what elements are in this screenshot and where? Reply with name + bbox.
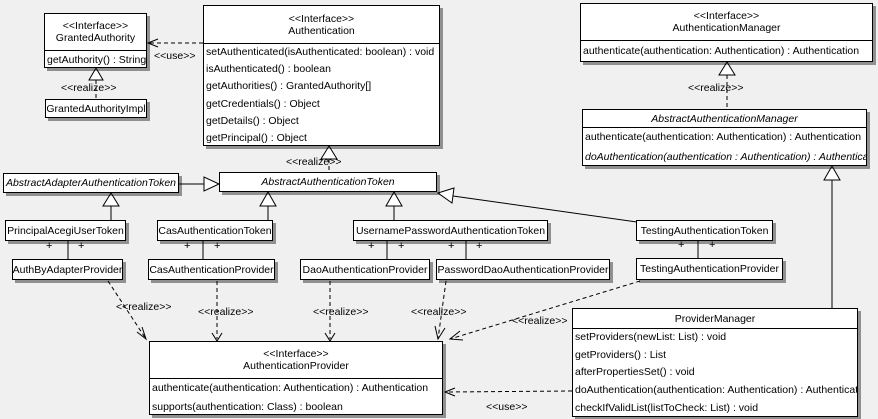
class-box-granted-authority[interactable]: <<Interface>> GrantedAuthority getAuthor… (44, 13, 147, 68)
class-method: doAuthentication(authentication : Authen… (585, 150, 866, 163)
class-name: TestingAuthenticationToken (640, 224, 769, 237)
class-box-dao-authentication-provider[interactable]: DaoAuthenticationProvider (300, 259, 430, 280)
class-stereotype: <<Interface>> (288, 12, 355, 25)
realize-label: <<realize>> (688, 82, 744, 94)
realize-label: <<realize>> (286, 156, 342, 168)
plus-label: + (448, 240, 455, 252)
class-method: authenticate(authentication: Authenticat… (152, 382, 429, 394)
realize-label: <<realize>> (198, 306, 254, 318)
edge-realize-passworddaoprovider (434, 280, 447, 341)
class-method: setProviders(newList: List) : void (575, 331, 727, 343)
class-method: getAuthorities() : GrantedAuthority[] (206, 80, 372, 93)
class-name: CasAuthenticationToken (158, 224, 272, 237)
edge-generalize-adaptertoken (179, 176, 221, 192)
class-method: getDetails() : Object (206, 114, 299, 127)
class-name: GrantedAuthorityImpl (46, 102, 146, 115)
class-name: ProviderManager (674, 312, 756, 325)
use-label: <<use>> (154, 50, 196, 62)
class-name: UsernamePasswordAuthenticationToken (355, 224, 546, 237)
class-name: DaoAuthenticationProvider (302, 263, 428, 276)
class-box-abstract-adapter-authentication-token[interactable]: AbstractAdapterAuthenticationToken (3, 173, 179, 193)
edge-generalize-testingtoken (436, 187, 638, 223)
class-stereotype: <<Interface>> (62, 20, 129, 32)
class-box-testing-authentication-token[interactable]: TestingAuthenticationToken (636, 220, 773, 241)
class-name: AuthenticationManager (672, 22, 781, 34)
class-method: getPrincipal() : Object (206, 131, 307, 144)
realize-label: <<realize>> (512, 315, 568, 327)
edge-generalize-castoken (259, 190, 277, 220)
class-method: authenticate(authentication: Authenticat… (583, 45, 860, 57)
class-box-cas-authentication-token[interactable]: CasAuthenticationToken (157, 220, 273, 241)
realize-label: <<realize>> (116, 301, 172, 313)
use-label: <<use>> (486, 401, 528, 413)
plus-label: + (476, 240, 483, 252)
edge-use-providermanager-authenticationprovider (443, 387, 573, 397)
class-box-username-password-authentication-token[interactable]: UsernamePasswordAuthenticationToken (353, 220, 548, 241)
class-method: getCredentials() : Object (206, 97, 320, 110)
class-stereotype: <<Interface>> (263, 348, 329, 360)
class-name: TestingAuthenticationProvider (640, 263, 779, 275)
plus-label: + (368, 240, 375, 252)
edge-realize-abstracttoken-authentication (320, 145, 338, 172)
class-method: setAuthenticated(isAuthenticated: boolea… (206, 46, 435, 58)
class-method: supports(authentication: Class) : boolea… (152, 400, 343, 413)
edge-realize-abstractmanager-authenticationmanager (718, 61, 736, 109)
class-name: AuthenticationProvider (243, 360, 349, 372)
edge-generalize-providermanager (823, 164, 841, 308)
plus-label: + (678, 239, 685, 251)
class-name: AbstractAuthenticationManager (651, 112, 798, 125)
class-box-testing-authentication-provider[interactable]: TestingAuthenticationProvider (636, 258, 783, 280)
class-method: isAuthenticated() : boolean (206, 63, 331, 76)
class-box-provider-manager[interactable]: ProviderManager setProviders(newList: Li… (572, 308, 858, 417)
edge-generalize-principaltoken (102, 192, 120, 220)
class-name: Authentication (288, 24, 355, 37)
edge-realize-grantedauthorityimpl (88, 67, 104, 99)
plus-label: + (214, 240, 221, 252)
edge-use-authentication-grantedauthority (146, 38, 203, 48)
class-name: AbstractAdapterAuthenticationToken (5, 177, 177, 189)
plus-label: + (398, 240, 405, 252)
realize-label: <<realize>> (61, 82, 117, 94)
plus-label: + (78, 240, 85, 252)
plus-label: + (709, 239, 716, 251)
plus-label: + (184, 240, 191, 252)
class-box-abstract-authentication-manager[interactable]: AbstractAuthenticationManager authentica… (582, 109, 867, 166)
class-box-authentication-provider[interactable]: <<Interface>> AuthenticationProvider aut… (149, 341, 443, 415)
class-box-auth-by-adapter-provider[interactable]: AuthByAdapterProvider (12, 259, 123, 280)
class-box-granted-authority-impl[interactable]: GrantedAuthorityImpl (45, 99, 147, 118)
class-box-authentication-manager[interactable]: <<Interface>> AuthenticationManager auth… (580, 3, 873, 62)
class-box-cas-authentication-provider[interactable]: CasAuthenticationProvider (148, 259, 275, 280)
class-box-principal-acegi-user-token[interactable]: PrincipalAcegiUserToken (5, 220, 126, 241)
class-name: GrantedAuthority (55, 32, 136, 44)
class-name: CasAuthenticationProvider (149, 263, 274, 276)
edge-realize-testingprovider (448, 280, 641, 341)
class-name: PrincipalAcegiUserToken (7, 224, 124, 237)
class-box-authentication[interactable]: <<Interface>> Authentication setAuthenti… (203, 5, 440, 146)
class-name: PasswordDaoAuthenticationProvider (437, 263, 609, 276)
class-box-password-dao-authentication-provider[interactable]: PasswordDaoAuthenticationProvider (436, 259, 610, 280)
class-stereotype: <<Interface>> (693, 10, 760, 22)
class-method: checkIfValidList(listToCheck: List) : vo… (575, 401, 759, 414)
edge-generalize-usernamepasswordtoken (385, 190, 403, 220)
class-method: doAuthentication(authentication: Authent… (575, 384, 857, 397)
plus-label: + (46, 240, 53, 252)
realize-label: <<realize>> (411, 306, 467, 318)
class-name: AuthByAdapterProvider (12, 263, 123, 276)
class-method: getProviders() : List (575, 348, 667, 361)
realize-label: <<realize>> (313, 306, 369, 318)
class-method: afterPropertiesSet() : void (575, 366, 695, 379)
class-name: AbstractAuthenticationToken (261, 176, 395, 188)
edge-realize-authbyadapterprovider (107, 280, 147, 341)
class-method: authenticate(authentication: Authenticat… (585, 131, 862, 143)
class-box-abstract-authentication-token[interactable]: AbstractAuthenticationToken (219, 172, 437, 192)
class-method: getAuthority() : String (47, 54, 146, 66)
